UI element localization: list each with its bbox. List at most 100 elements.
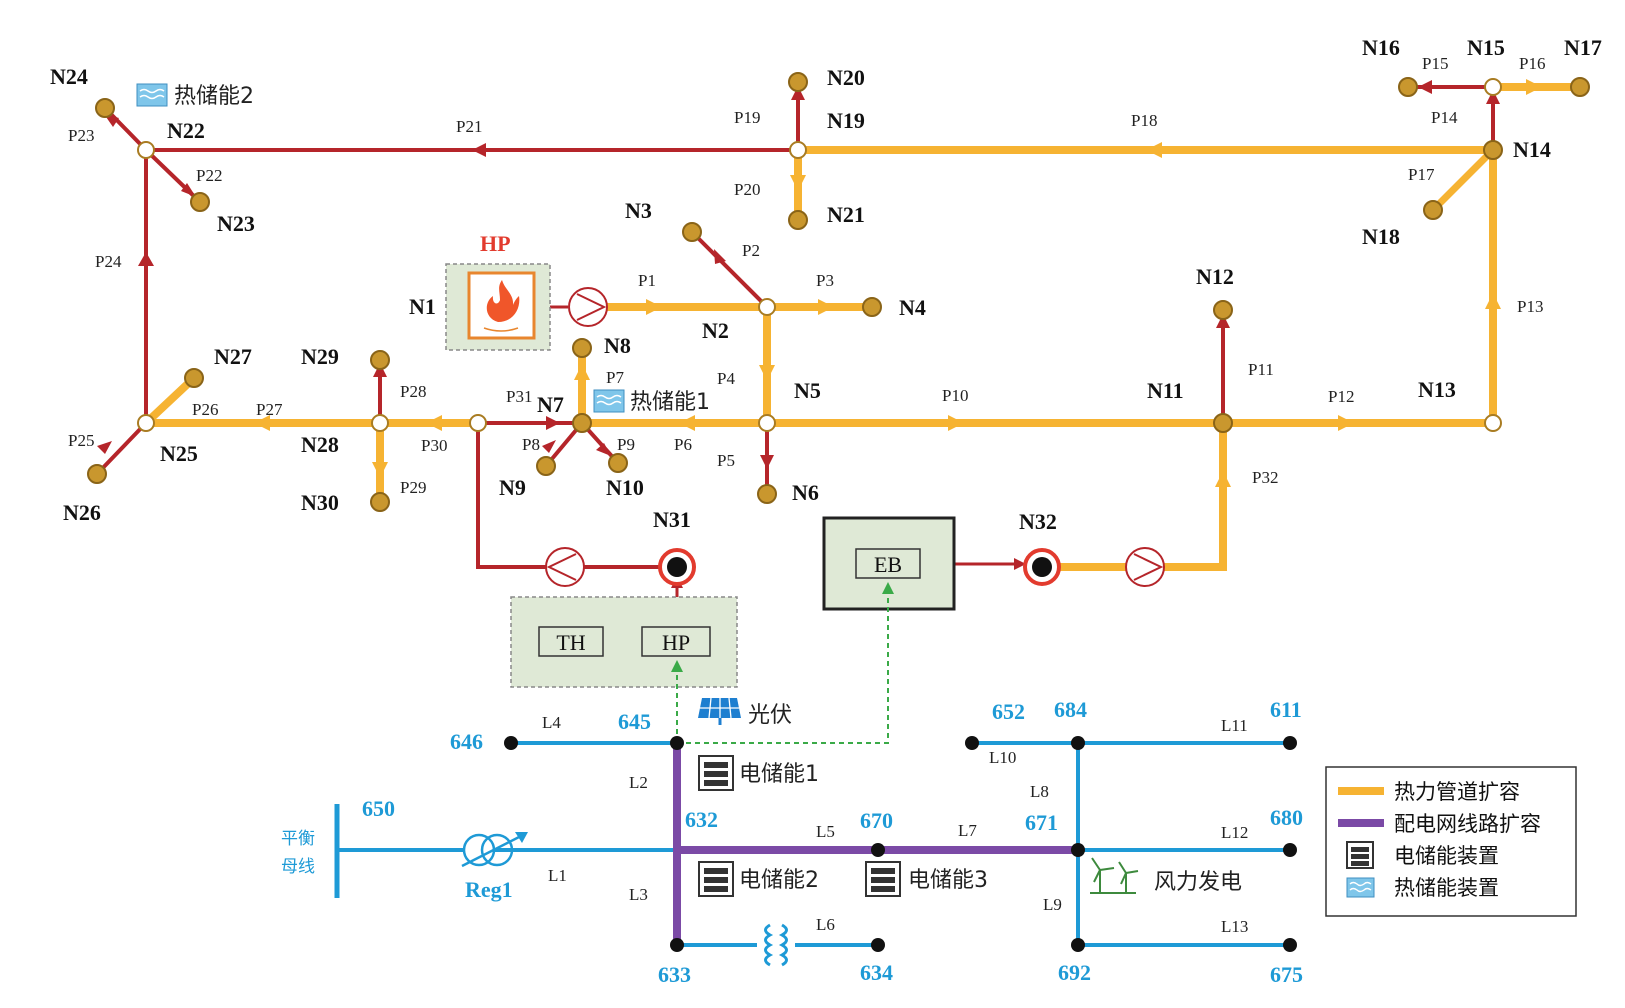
label-n32: N32 [1019, 509, 1057, 534]
label-p15: P15 [1422, 54, 1448, 73]
power-lines [334, 741, 1290, 947]
label-n28: N28 [301, 432, 339, 457]
label-p2: P2 [742, 241, 760, 260]
node-n21 [788, 210, 808, 230]
bus-645 [670, 736, 684, 750]
label-p1: P1 [638, 271, 656, 290]
label-n23: N23 [217, 211, 255, 236]
label-p12: P12 [1328, 387, 1354, 406]
label-balance-bus-2: 母线 [281, 857, 315, 876]
label-n5: N5 [794, 378, 821, 403]
node-n14 [1483, 140, 1503, 160]
junction-n28 [371, 414, 389, 432]
pipe-p32 [1060, 423, 1227, 571]
bus-652 [965, 736, 979, 750]
bus-675 [1283, 938, 1297, 952]
node-n30 [370, 492, 390, 512]
elec-storage-2-icon [698, 861, 734, 897]
label-n14: N14 [1513, 137, 1551, 162]
pipe-n31-return [476, 423, 660, 569]
label-l13: L13 [1221, 917, 1248, 936]
bus-633 [670, 938, 684, 952]
th-label: TH [556, 630, 585, 655]
label-n24: N24 [50, 64, 88, 89]
label-n17: N17 [1564, 35, 1602, 60]
label-p14: P14 [1431, 108, 1458, 127]
label-elec-storage-1: 电储能1 [739, 762, 819, 787]
node-n18 [1423, 200, 1443, 220]
pump-n32-icon [1125, 547, 1165, 587]
thermal-storage-2-icon [136, 83, 168, 107]
thermal-storage-1-icon [593, 389, 625, 413]
label-n16: N16 [1362, 35, 1400, 60]
label-n20: N20 [827, 65, 865, 90]
legend-thermal-storage-icon [1346, 877, 1375, 898]
eb-label: EB [874, 552, 902, 577]
label-thermal-storage-1: 热储能1 [630, 390, 710, 415]
label-p28: P28 [400, 382, 426, 401]
label-n18: N18 [1362, 224, 1400, 249]
node-n20 [788, 72, 808, 92]
label-p4: P4 [717, 369, 735, 388]
bus-markers [504, 736, 1297, 952]
label-l6: L6 [816, 915, 835, 934]
label-n26: N26 [63, 500, 101, 525]
legend-elec-storage-icon [1346, 841, 1374, 869]
label-n10: N10 [606, 475, 644, 500]
label-n4: N4 [899, 295, 926, 320]
label-p9: P9 [617, 435, 635, 454]
label-p6: P6 [674, 435, 692, 454]
label-bus-646: 646 [450, 729, 483, 754]
pumps [545, 287, 1165, 587]
label-n3: N3 [625, 198, 652, 223]
node-n11 [1213, 413, 1233, 433]
pipe-p17 [1430, 147, 1496, 213]
label-p20: P20 [734, 180, 760, 199]
heat-node-markers [87, 72, 1590, 586]
hp-top-title: HP [480, 231, 511, 256]
elec-storage-3-icon [865, 861, 901, 897]
pipe-p2 [690, 230, 769, 309]
flame-icon [486, 280, 520, 322]
label-reg1: Reg1 [465, 877, 513, 902]
node-n23 [190, 192, 210, 212]
bus-684 [1071, 736, 1085, 750]
label-l10: L10 [989, 748, 1016, 767]
label-n27: N27 [214, 344, 252, 369]
label-pv: 光伏 [748, 703, 792, 728]
device-labels: 热储能1 热储能2 Reg1 平衡 母线 电储能1 电储能2 电储能3 光伏 风… [174, 84, 1242, 902]
wind-turbine-icon [1090, 857, 1139, 894]
node-n27 [184, 368, 204, 388]
label-bus-670: 670 [860, 808, 893, 833]
label-n15: N15 [1467, 35, 1505, 60]
flow-arrows [97, 79, 1542, 487]
legend-thermal-storage: 热储能装置 [1394, 876, 1499, 900]
heat-node-labels: N1 N2 N3 N4 N5 N6 N7 N8 N9 N10 N11 N12 N… [50, 35, 1602, 534]
junction-n13 [1484, 414, 1502, 432]
bus-671 [1071, 843, 1085, 857]
junction-p30 [469, 414, 487, 432]
label-p24: P24 [95, 252, 122, 271]
label-bus-633: 633 [658, 962, 691, 987]
label-p25: P25 [68, 431, 94, 450]
control-links [671, 582, 894, 744]
label-bus-632: 632 [685, 807, 718, 832]
label-n30: N30 [301, 490, 339, 515]
label-p29: P29 [400, 478, 426, 497]
pipe-p25 [95, 421, 148, 476]
label-p30: P30 [421, 436, 447, 455]
label-thermal-storage-2: 热储能2 [174, 84, 254, 109]
label-l7: L7 [958, 821, 977, 840]
pipe-labels: P1 P2 P3 P4 P5 P6 P7 P8 P9 P10 P11 P12 P… [68, 54, 1545, 497]
label-n12: N12 [1196, 264, 1234, 289]
label-bus-671: 671 [1025, 810, 1058, 835]
label-n8: N8 [604, 333, 631, 358]
label-n1: N1 [409, 294, 436, 319]
node-n8 [572, 338, 592, 358]
junction-n2 [758, 298, 776, 316]
label-bus-645: 645 [618, 709, 651, 734]
legend-power-expansion: 配电网线路扩容 [1394, 812, 1541, 836]
legend-heat-expansion: 热力管道扩容 [1394, 780, 1520, 804]
elec-storage-1-icon [698, 755, 734, 791]
